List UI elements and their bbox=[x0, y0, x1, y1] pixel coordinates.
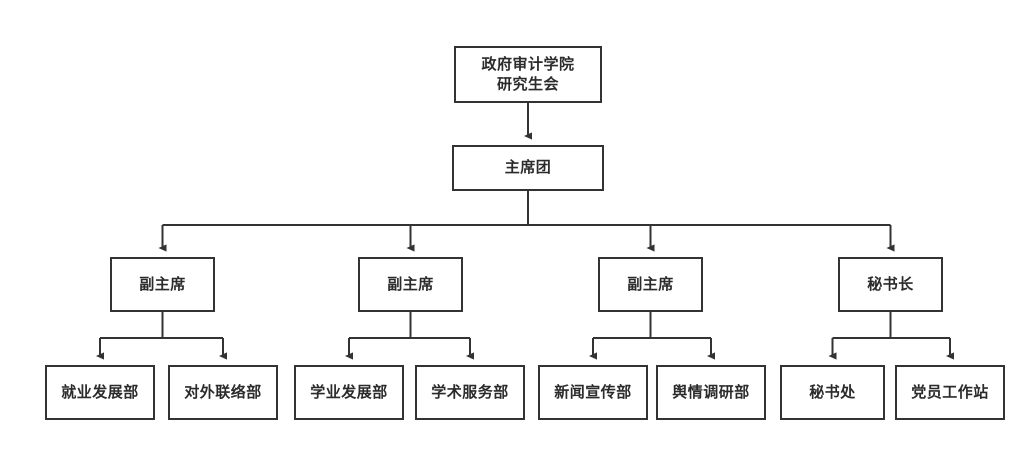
node-department-2[interactable]: 对外联络部 bbox=[168, 365, 278, 420]
node-department-1[interactable]: 就业发展部 bbox=[45, 365, 155, 420]
node-vice-president-1[interactable]: 副主席 bbox=[110, 257, 215, 312]
node-department-6-label: 舆情调研部 bbox=[672, 382, 750, 401]
node-department-8-label: 党员工作站 bbox=[911, 382, 989, 401]
node-department-6[interactable]: 舆情调研部 bbox=[656, 365, 766, 420]
node-vice-president-1-label: 副主席 bbox=[139, 274, 186, 293]
node-vice-president-2[interactable]: 副主席 bbox=[358, 257, 463, 312]
node-presidium[interactable]: 主席团 bbox=[452, 145, 604, 191]
node-vice-president-2-label: 副主席 bbox=[387, 274, 434, 293]
node-secretary-general[interactable]: 秘书长 bbox=[838, 257, 943, 312]
node-department-3[interactable]: 学业发展部 bbox=[294, 365, 404, 420]
node-department-5[interactable]: 新闻宣传部 bbox=[538, 365, 648, 420]
edge-group bbox=[96, 103, 955, 360]
node-root[interactable]: 政府审计学院 研究生会 bbox=[454, 46, 602, 103]
node-department-7[interactable]: 秘书处 bbox=[780, 365, 885, 420]
node-department-4-label: 学术服务部 bbox=[431, 382, 509, 401]
node-department-1-label: 就业发展部 bbox=[61, 382, 139, 401]
node-vice-president-3-label: 副主席 bbox=[627, 274, 674, 293]
node-department-8[interactable]: 党员工作站 bbox=[895, 365, 1005, 420]
node-department-3-label: 学业发展部 bbox=[310, 382, 388, 401]
node-root-label: 政府审计学院 研究生会 bbox=[481, 54, 575, 93]
node-department-4[interactable]: 学术服务部 bbox=[415, 365, 525, 420]
node-secretary-general-label: 秘书长 bbox=[867, 274, 914, 293]
node-department-2-label: 对外联络部 bbox=[184, 382, 262, 401]
node-department-7-label: 秘书处 bbox=[809, 382, 856, 401]
node-department-5-label: 新闻宣传部 bbox=[554, 382, 632, 401]
node-presidium-label: 主席团 bbox=[504, 158, 552, 177]
node-vice-president-3[interactable]: 副主席 bbox=[598, 257, 703, 312]
